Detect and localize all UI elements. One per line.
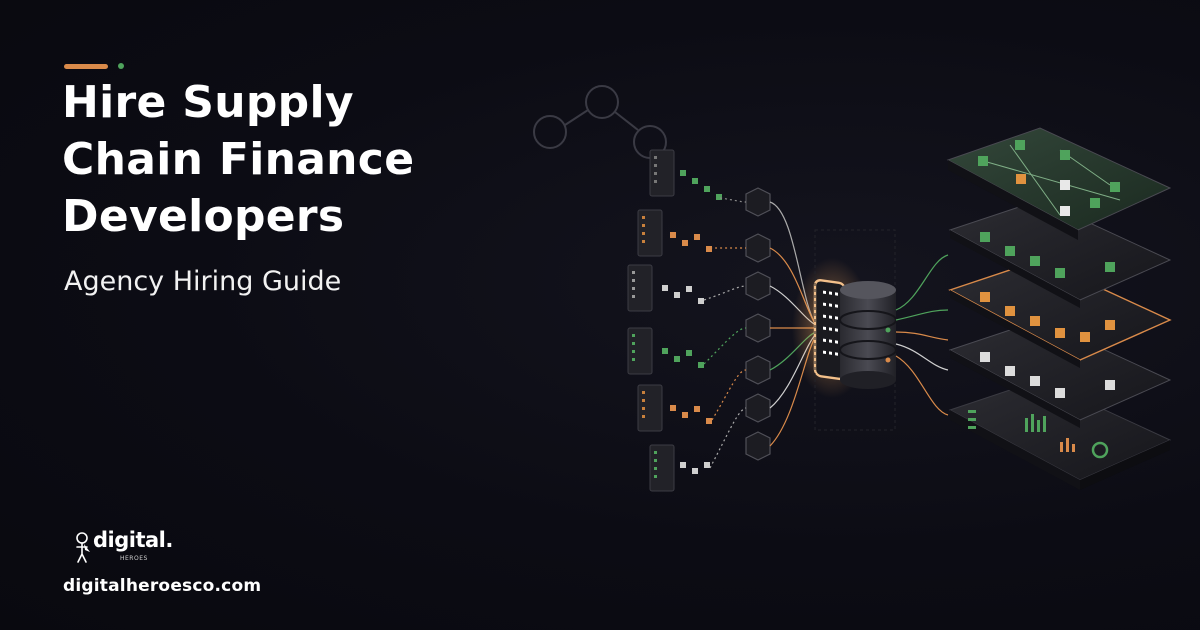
layer-stack — [946, 127, 1172, 490]
source-stack — [649, 149, 675, 197]
logo-subtext: HEROES — [120, 555, 148, 562]
network-layer — [946, 127, 1172, 240]
orange-data-layer — [948, 259, 1172, 368]
website-url: digitalheroesco.com — [63, 576, 262, 596]
source-stack — [637, 209, 663, 257]
title-line-3: Developers — [62, 191, 345, 242]
logo-wordmark: digital. — [93, 528, 173, 552]
database-icon — [814, 229, 897, 431]
hero-mascot-icon — [76, 532, 90, 563]
accent-dot — [118, 63, 124, 69]
accent-bar — [64, 64, 108, 69]
green-data-layer — [948, 199, 1172, 308]
source-stacks — [627, 149, 675, 492]
output-lines — [895, 254, 949, 416]
processor-nodes — [745, 187, 771, 461]
source-stack — [627, 327, 653, 375]
dashboard-layer — [948, 379, 1172, 490]
title-line-1: Hire Supply — [62, 77, 354, 128]
data-pipeline-network-illustration — [533, 85, 1172, 492]
link-nodes-decoration — [533, 85, 667, 159]
source-stack — [649, 444, 675, 492]
white-data-layer — [948, 319, 1172, 428]
source-stack — [627, 264, 653, 312]
title-line-2: Chain Finance — [62, 134, 415, 185]
subtitle: Agency Hiring Guide — [64, 266, 342, 297]
brand-logo: digital. HEROES — [72, 528, 182, 570]
source-stack — [637, 384, 663, 432]
page-title: Hire Supply Chain Finance Developers — [62, 74, 502, 245]
cube-streams — [662, 170, 722, 474]
